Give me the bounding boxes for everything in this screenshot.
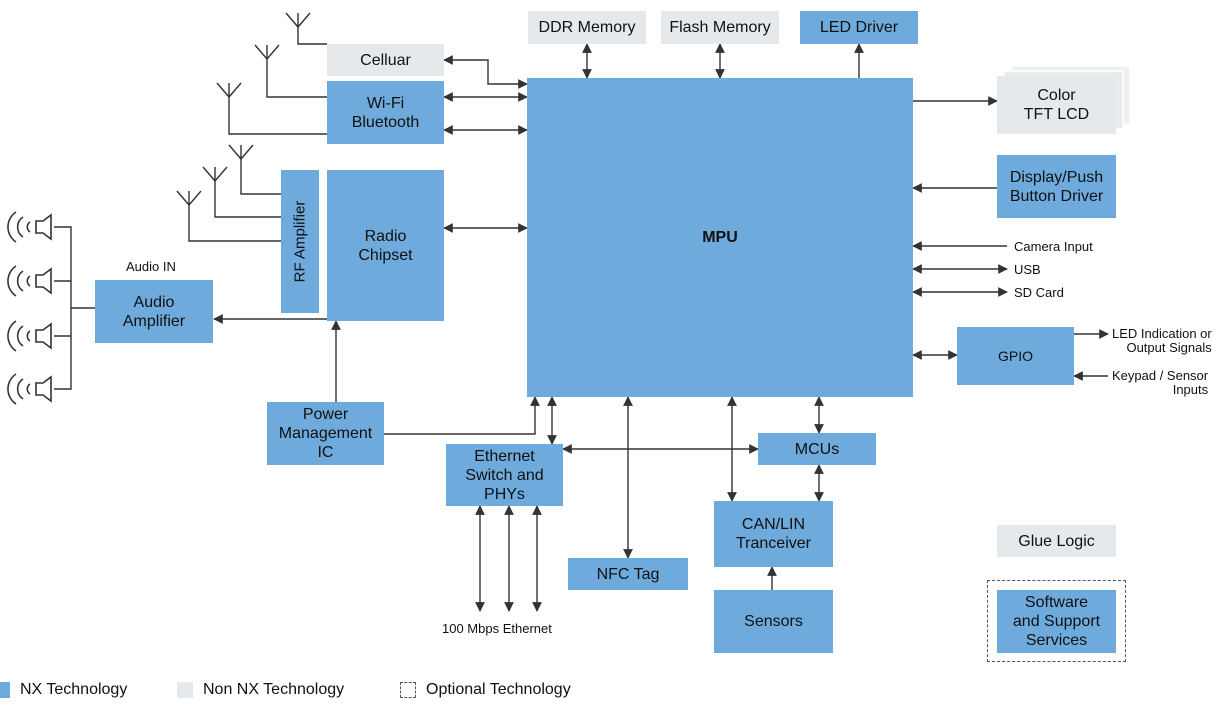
- radio-chipset-block: Radio Chipset: [327, 170, 444, 321]
- rf-amplifier-block: RF Amplifier: [281, 170, 319, 313]
- ethernet-100-label: 100 Mbps Ethernet: [442, 621, 552, 636]
- gpio-label: GPIO: [997, 347, 1033, 364]
- rf-amplifier-label: RF Amplifier: [291, 200, 309, 283]
- color-tft-lcd-label: Color TFT LCD: [1023, 87, 1090, 123]
- ethernet-switch-block: Ethernet Switch and PHYs: [446, 444, 563, 506]
- legend-optional: Optional Technology: [400, 681, 571, 699]
- audio-amplifier-label: Audio Amplifier: [122, 293, 186, 330]
- power-management-block: Power Management IC: [267, 402, 384, 465]
- nfc-tag-block: NFC Tag: [568, 558, 688, 590]
- nfc-tag-label: NFC Tag: [596, 565, 660, 583]
- mcus-label: MCUs: [794, 440, 840, 458]
- legend-non-nx-swatch: [177, 682, 193, 698]
- cellular-block: Celluar: [327, 44, 444, 76]
- legend-optional-swatch: [400, 682, 416, 698]
- legend-nx-swatch: [0, 682, 10, 698]
- can-lin-transceiver-label: CAN/LIN Tranceiver: [736, 516, 811, 552]
- legend-non-nx: Non NX Technology: [177, 681, 344, 699]
- display-button-driver-label: Display/Push Button Driver: [1009, 168, 1104, 205]
- ethernet-switch-label: Ethernet Switch and PHYs: [465, 447, 544, 503]
- legend-non-nx-label: Non NX Technology: [203, 681, 345, 698]
- legend-nx: NX Technology: [0, 681, 127, 699]
- keypad-sensor-label: Keypad / Sensor Inputs: [1112, 368, 1209, 397]
- ddr-memory-block: DDR Memory: [528, 11, 646, 44]
- flash-memory-block: Flash Memory: [661, 11, 779, 44]
- legend-nx-label: NX Technology: [20, 681, 128, 698]
- gpio-block: GPIO: [957, 327, 1074, 385]
- legend-optional-label: Optional Technology: [426, 681, 571, 698]
- color-tft-lcd-block: Color TFT LCD: [997, 76, 1116, 134]
- sensors-label: Sensors: [744, 613, 803, 630]
- optional-dashed-border: [987, 580, 1126, 662]
- camera-input-label: Camera Input: [1014, 239, 1093, 254]
- software-services-block: Software and Support Services: [997, 590, 1116, 653]
- flash-memory-label: Flash Memory: [669, 19, 771, 36]
- audio-amplifier-block: Audio Amplifier: [95, 280, 213, 343]
- sensors-block: Sensors: [714, 590, 833, 653]
- led-driver-block: LED Driver: [800, 11, 918, 44]
- glue-logic-block: Glue Logic: [997, 525, 1116, 557]
- can-lin-transceiver-block: CAN/LIN Tranceiver: [714, 501, 833, 567]
- software-services-label: Software and Support Services: [1012, 594, 1101, 649]
- audio-in-label: Audio IN: [126, 259, 176, 274]
- mcus-block: MCUs: [758, 433, 876, 465]
- sd-card-label: SD Card: [1014, 285, 1064, 300]
- wifi-bluetooth-block: Wi-Fi Bluetooth: [327, 81, 444, 144]
- usb-label: USB: [1014, 262, 1041, 277]
- led-output-label: LED Indication or Output Signals: [1112, 326, 1212, 355]
- wifi-bluetooth-label: Wi-Fi Bluetooth: [351, 94, 420, 131]
- glue-logic-label: Glue Logic: [1018, 532, 1095, 550]
- radio-chipset-label: Radio Chipset: [358, 227, 413, 264]
- led-driver-label: LED Driver: [819, 19, 899, 36]
- speaker-icons: [7, 211, 52, 405]
- ddr-memory-label: DDR Memory: [538, 19, 636, 36]
- display-button-driver-block: Display/Push Button Driver: [997, 155, 1116, 218]
- mpu-label: MPU: [702, 229, 738, 246]
- power-management-label: Power Management IC: [278, 406, 373, 461]
- mpu-block: MPU: [527, 78, 913, 397]
- cellular-label: Celluar: [360, 51, 411, 69]
